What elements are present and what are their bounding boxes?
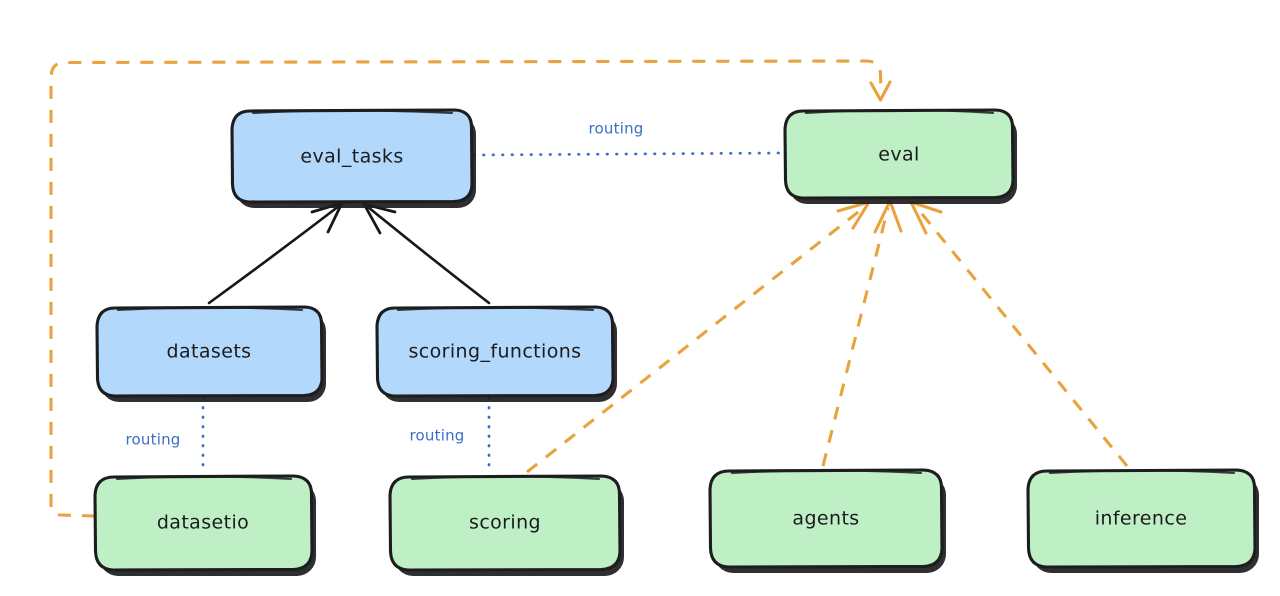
node-datasetio[interactable]: datasetio [93, 474, 316, 576]
node-scoring[interactable]: scoring [388, 474, 624, 576]
node-label-agents: agents [792, 508, 859, 530]
node-scoring-functions[interactable]: scoring_functions [375, 305, 617, 402]
node-eval-tasks[interactable]: eval_tasks [230, 108, 476, 208]
node-label-eval-tasks: eval_tasks [300, 146, 403, 168]
edge-inference-to-eval [909, 200, 1129, 467]
node-label-scoring-functions: scoring_functions [409, 341, 582, 363]
node-agents[interactable]: agents [708, 468, 946, 573]
edge-scoring-functions-to-eval-tasks [362, 202, 491, 305]
edge-label-routing-datasetio: routing [126, 431, 181, 449]
edge-datasetio-to-eval [49, 59, 892, 518]
edge-label-routing-eval: routing [589, 120, 644, 138]
edge-label-routing-scoring: routing [410, 427, 465, 445]
node-label-datasetio: datasetio [157, 512, 249, 534]
edge-eval-tasks-to-eval [472, 151, 785, 157]
node-label-datasets: datasets [167, 341, 252, 363]
edge-datasets-to-eval-tasks [207, 201, 344, 305]
node-eval[interactable]: eval [783, 108, 1017, 204]
node-datasets[interactable]: datasets [95, 305, 326, 402]
edge-agents-to-eval [821, 199, 903, 467]
node-label-eval: eval [878, 144, 919, 166]
node-label-inference: inference [1095, 508, 1188, 530]
node-label-scoring: scoring [469, 512, 541, 534]
node-inference[interactable]: inference [1026, 468, 1259, 573]
